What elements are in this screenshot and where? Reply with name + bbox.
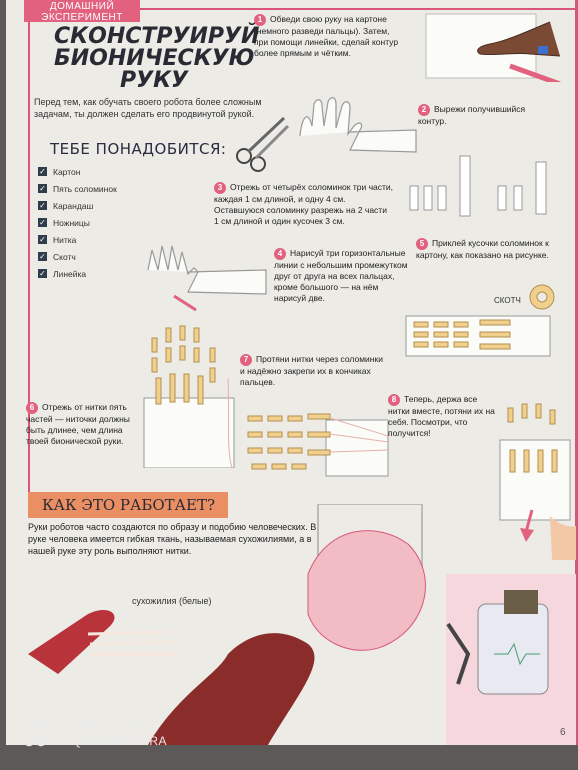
check-icon: ✓ — [38, 184, 47, 193]
material-item: ✓Пять соломинок — [38, 183, 117, 194]
book-page: ДОМАШНИЙ ЭКСПЕРИМЕНТ СКОНСТРУИРУЙ БИОНИЧ… — [6, 0, 578, 745]
check-icon: ✓ — [38, 235, 47, 244]
step-number: 7 — [240, 354, 252, 366]
material-item: ✓Картон — [38, 166, 81, 177]
step-number: 3 — [214, 182, 226, 194]
camera-watermark: REDMI NOTE 8 AI QUAD CAMERA — [24, 714, 167, 750]
check-icon: ✓ — [38, 167, 47, 176]
material-item: ✓Скотч — [38, 251, 76, 262]
straw-pieces-illustration — [409, 155, 547, 217]
step-number: 6 — [26, 402, 38, 414]
intro-text: Перед тем, как обучать своего робота бол… — [34, 97, 262, 119]
title-line-1: СКОНСТРУИРУЙ — [54, 24, 260, 49]
pulled-hand-illustration — [499, 403, 576, 560]
frame-top — [28, 8, 578, 10]
camera-dots-icon — [24, 717, 47, 729]
check-icon: ✓ — [38, 252, 47, 261]
straws-on-hand-illustration — [405, 315, 551, 357]
title-line-3: РУКУ — [119, 68, 189, 93]
straw-hand-vertical-illustration — [143, 325, 235, 468]
material-item: ✓Карандаш — [38, 200, 94, 211]
hand-tracing-illustration — [425, 13, 561, 82]
page-number: 6 — [560, 727, 566, 738]
threaded-hand-illustration — [247, 413, 389, 477]
lines-on-hand-illustration — [147, 245, 267, 312]
watermark-line-2: AI QUAD CAMERA — [56, 734, 168, 748]
how-it-works-text: Руки роботов часто создаются по образу и… — [28, 522, 317, 556]
step-number: 8 — [388, 394, 400, 406]
title-line-2: БИОНИЧЕСКУЮ — [54, 46, 255, 71]
material-item: ✓Линейка — [38, 268, 87, 279]
materials-title: ТЕБЕ ПОНАДОБИТСЯ: — [50, 140, 227, 158]
check-icon: ✓ — [38, 269, 47, 278]
section-tag: ДОМАШНИЙ ЭКСПЕРИМЕНТ — [24, 0, 140, 23]
tendon-label: сухожилия (белые) — [132, 596, 212, 606]
check-icon: ✓ — [38, 218, 47, 227]
frame-left — [28, 8, 30, 508]
check-icon: ✓ — [38, 201, 47, 210]
page-title: СКОНСТРУИРУЙ БИОНИЧЕСКУЮ РУКУ — [54, 24, 260, 93]
frame-right — [575, 0, 578, 745]
how-it-works-banner: КАК ЭТО РАБОТАЕТ? — [28, 492, 228, 518]
step-number: 1 — [254, 14, 266, 26]
material-item: ✓Нитка — [38, 234, 77, 245]
anatomy-illustration — [28, 504, 576, 745]
step-number: 2 — [418, 104, 430, 116]
materials-list: ✓Картон ✓Пять соломинок ✓Карандаш ✓Ножни… — [38, 163, 117, 282]
step-number: 5 — [416, 238, 428, 250]
watermark-line-1: REDMI NOTE 8 — [56, 716, 148, 730]
tape-roll-icon — [529, 284, 555, 310]
material-item: ✓Ножницы — [38, 217, 90, 228]
step-number: 4 — [274, 248, 286, 260]
camera-dots-icon-2 — [24, 735, 47, 747]
cut-hand-illustration — [236, 97, 417, 172]
tape-label: СКОТЧ — [494, 296, 521, 305]
